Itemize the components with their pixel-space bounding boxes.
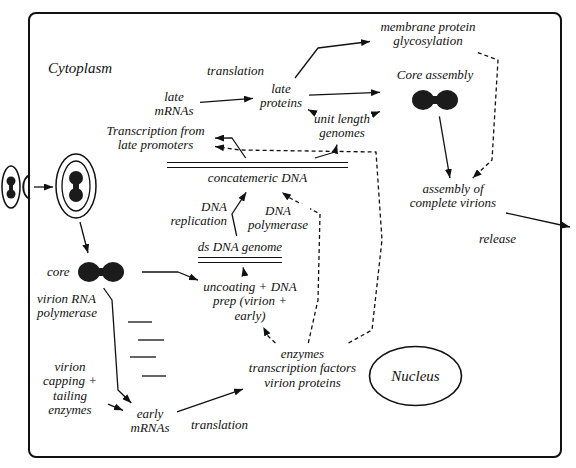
process-text: unit length genomes bbox=[310, 110, 374, 143]
connector-arrow bbox=[308, 109, 309, 111]
node-label: Core assembly bbox=[384, 68, 486, 82]
process-text: assembly of complete virions bbox=[398, 180, 508, 213]
connector-arrow bbox=[263, 327, 275, 343]
process-text: late proteins bbox=[255, 80, 307, 113]
connector-arrow bbox=[108, 404, 123, 410]
connector-arrow bbox=[232, 192, 246, 236]
node-label: assembly of complete virions bbox=[400, 182, 506, 211]
connector-arrow bbox=[376, 112, 380, 114]
node-label: virion capping + tailing enzymes bbox=[36, 360, 104, 417]
entry-arrow bbox=[34, 186, 53, 187]
connector-arrow bbox=[104, 288, 132, 403]
connector-arrow bbox=[439, 116, 450, 178]
node-label: enzymes transcription factors virion pro… bbox=[247, 347, 358, 390]
node-label: core bbox=[47, 265, 70, 279]
process-text: uncoating + DNA prep (virion + early) bbox=[200, 278, 300, 325]
connector-arrow bbox=[473, 53, 498, 178]
process-text: late mRNAs bbox=[150, 88, 198, 121]
node-label: ds DNA genome bbox=[192, 240, 288, 254]
process-text: Transcription from late promoters bbox=[98, 122, 213, 155]
node-label: late proteins bbox=[257, 82, 305, 111]
mrna-strands bbox=[128, 322, 166, 376]
dna-double-line bbox=[167, 162, 348, 168]
node-label: membrane protein glycosylation bbox=[374, 20, 482, 49]
process-text: Core assembly bbox=[382, 66, 488, 114]
process-text: ds DNA genome bbox=[190, 238, 290, 265]
edge-label: virion RNA polymerase bbox=[36, 292, 102, 321]
process-text: enzymes transcription factors virion pro… bbox=[245, 345, 360, 392]
connector-arrow bbox=[243, 267, 245, 276]
nucleus-oval: Nucleus bbox=[368, 345, 463, 407]
entering-virion bbox=[56, 154, 96, 218]
edge-label: translation bbox=[190, 418, 254, 432]
process-text: virion capping + tailing enzymes bbox=[34, 358, 106, 419]
node-label: unit length genomes bbox=[312, 112, 372, 141]
node-label: Nucleus bbox=[391, 368, 439, 385]
uncoat-arrow bbox=[80, 222, 88, 253]
connector-arrow bbox=[200, 98, 253, 102]
dna-double-line bbox=[198, 257, 282, 263]
node-label: Transcription from late promoters bbox=[100, 124, 211, 153]
node-label: early mRNAs bbox=[127, 407, 173, 436]
process-text: core bbox=[45, 258, 140, 286]
process-text: concatemeric DNA bbox=[165, 160, 350, 190]
process-text: membrane protein glycosylation bbox=[372, 18, 484, 51]
edge-label: DNA replication bbox=[156, 200, 228, 229]
edge-label: DNA polymerase bbox=[246, 204, 310, 233]
connector-arrow bbox=[295, 42, 370, 79]
node-label: late mRNAs bbox=[152, 90, 196, 119]
free-label: release bbox=[478, 232, 540, 246]
connector-arrow bbox=[142, 272, 198, 280]
core-shape bbox=[76, 260, 126, 284]
edge-label: translation bbox=[206, 64, 270, 78]
node-label: concatemeric DNA bbox=[167, 171, 348, 185]
connector-arrow bbox=[177, 389, 243, 412]
connector-arrow bbox=[309, 92, 380, 95]
outside-virion bbox=[2, 166, 20, 208]
core-shape bbox=[410, 88, 460, 112]
process-text: early mRNAs bbox=[125, 405, 175, 438]
node-label: uncoating + DNA prep (virion + early) bbox=[202, 280, 298, 323]
region-label: Cytoplasm bbox=[48, 60, 112, 77]
